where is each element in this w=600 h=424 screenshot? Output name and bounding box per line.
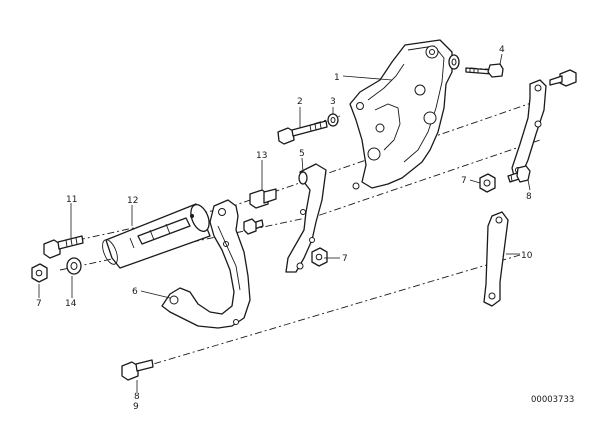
- callout-10: 10: [521, 251, 533, 261]
- bolt-13: [243, 188, 277, 235]
- bolt-4: [465, 63, 504, 78]
- strap-8-upper: [511, 79, 547, 177]
- washer-3: [327, 113, 339, 127]
- callout-8-bottom: 8: [134, 392, 140, 402]
- callout-8-right: 8: [526, 192, 532, 202]
- nut-7-mid: [311, 247, 328, 267]
- callout-labels: 1 2 3 4 5 6 7 7 7 8 8 9 10 11 12 13 14: [36, 45, 533, 412]
- main-bracket: [349, 39, 453, 190]
- diagram-reference-number: 00003733: [531, 395, 574, 405]
- bolt-top-right: [549, 69, 577, 87]
- callout-7-left: 7: [36, 299, 42, 309]
- callout-11: 11: [66, 195, 77, 205]
- washer-upper: [448, 54, 460, 70]
- callout-13: 13: [256, 151, 267, 161]
- callout-6: 6: [132, 287, 138, 297]
- link-10: [483, 211, 509, 307]
- washer-14: [66, 257, 82, 275]
- callout-3: 3: [330, 97, 336, 107]
- bolt-lower-right: [507, 165, 531, 183]
- arm-5: [285, 163, 327, 273]
- callout-12: 12: [127, 196, 138, 206]
- leader-lines: [38, 53, 531, 392]
- nut-7-right: [479, 173, 496, 193]
- callout-9: 9: [133, 402, 139, 412]
- callout-1: 1: [334, 73, 340, 83]
- sleeve-12: [102, 203, 211, 269]
- nut-7-left: [31, 263, 48, 283]
- callout-7-right: 7: [461, 176, 467, 186]
- bolt-2: [277, 120, 328, 145]
- bolt-11: [43, 235, 84, 259]
- callout-4: 4: [499, 45, 505, 55]
- callout-7-mid: 7: [342, 254, 348, 264]
- bracket-6: [161, 199, 251, 329]
- callout-2: 2: [297, 97, 303, 107]
- callout-5: 5: [299, 149, 305, 159]
- bolt-9: [121, 359, 154, 381]
- callout-14: 14: [65, 299, 77, 309]
